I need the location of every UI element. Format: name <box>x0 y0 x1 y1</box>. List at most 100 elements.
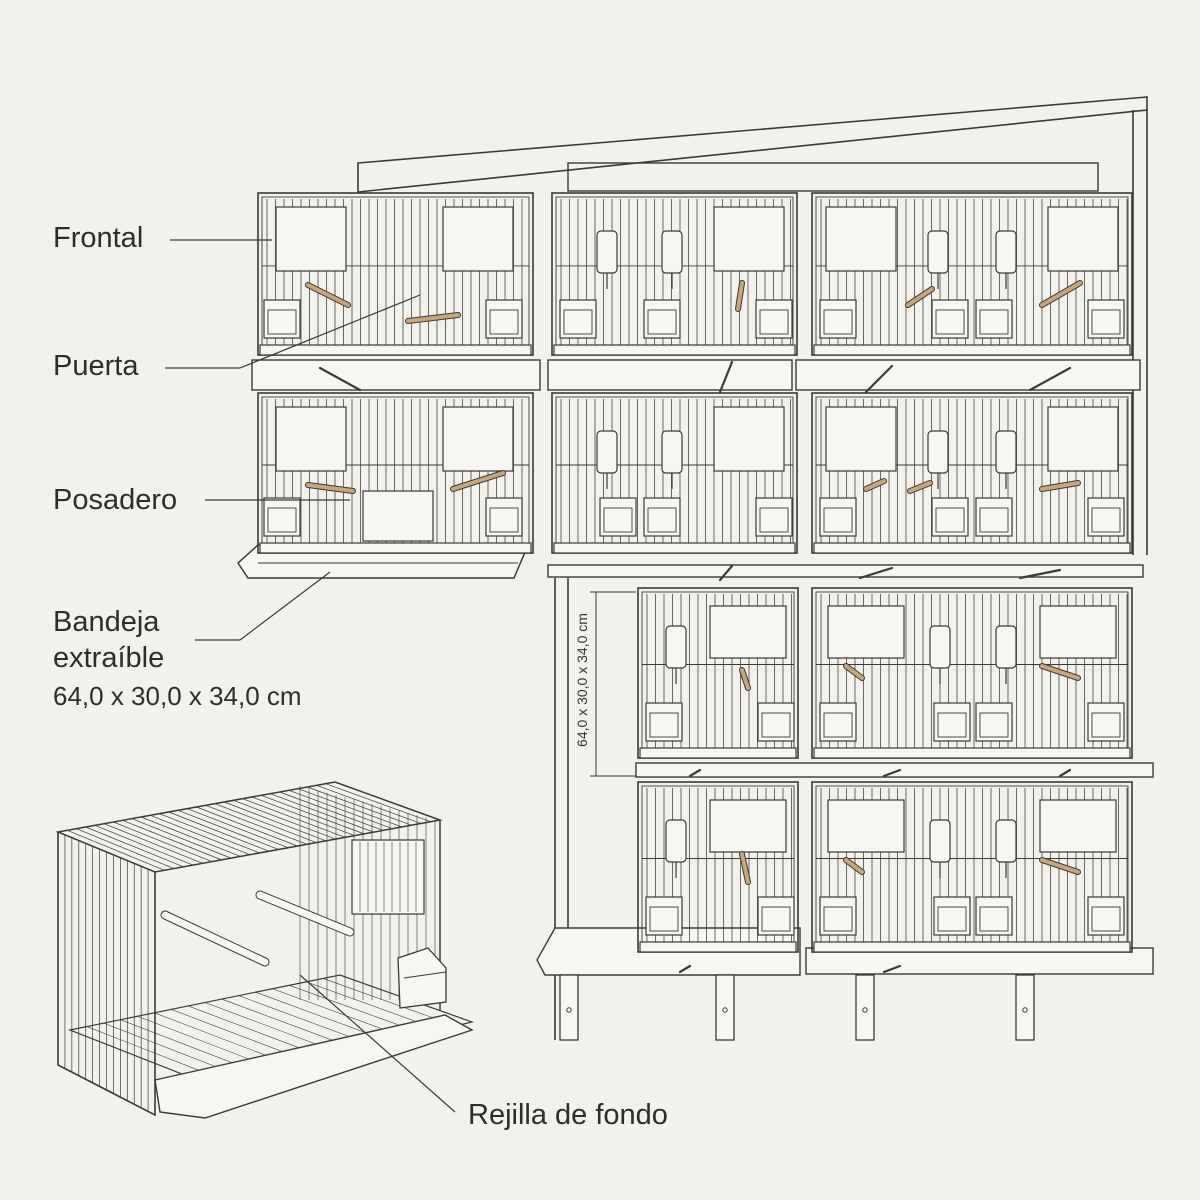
cage-tray <box>639 941 797 953</box>
detail-roof-bar <box>150 815 251 855</box>
cage <box>811 392 1133 554</box>
cage-door <box>1039 605 1117 659</box>
water-bottle <box>995 819 1017 863</box>
feeder-inner <box>649 712 679 738</box>
cage-door <box>827 605 905 659</box>
perch <box>306 283 350 307</box>
label-rejilla: Rejilla de fondo <box>468 1099 668 1131</box>
perch <box>306 483 355 493</box>
leader-line <box>299 974 456 1113</box>
perch <box>406 313 460 323</box>
feeder-inner <box>489 309 519 335</box>
feeder-inner <box>935 309 965 335</box>
label-frontal: Frontal <box>53 222 144 254</box>
water-bottle <box>927 230 949 274</box>
feeder <box>645 896 683 936</box>
cage-door <box>713 206 785 272</box>
feeder <box>757 896 795 936</box>
feeder-inner <box>1091 906 1121 932</box>
perch <box>908 481 932 493</box>
water-bottle <box>929 625 951 669</box>
water-bottle <box>929 819 951 863</box>
cage-tray <box>259 542 532 554</box>
feeder <box>1087 896 1125 936</box>
feeder-inner <box>761 906 791 932</box>
shelf-clip <box>1058 768 1072 778</box>
label-bandeja-line1: Bandeja <box>53 606 160 638</box>
shelf-clip <box>882 768 902 778</box>
cage-door <box>275 206 347 272</box>
feeder <box>263 299 301 339</box>
feeder <box>933 702 971 742</box>
detail-roof-bar <box>85 826 184 868</box>
cage-door <box>713 406 785 472</box>
cage <box>257 192 534 356</box>
feeder <box>643 497 681 537</box>
feeder <box>599 497 637 537</box>
feeder-inner <box>489 507 519 533</box>
feeder-inner <box>1091 507 1121 533</box>
perch <box>740 852 750 884</box>
feeder <box>931 299 969 339</box>
feeder-inner <box>649 906 679 932</box>
leader-line <box>239 571 331 641</box>
shelf-clip <box>1028 366 1072 392</box>
feeder <box>755 299 793 339</box>
cage-tray <box>553 542 796 554</box>
feeder-inner <box>563 309 593 335</box>
bracket-screw <box>1022 1007 1028 1013</box>
water-bottle <box>665 819 687 863</box>
feeder <box>559 299 597 339</box>
cage-tray <box>639 747 797 759</box>
shelf-clip <box>688 768 702 778</box>
feeder <box>975 299 1013 339</box>
detail-roof-bar <box>140 816 241 857</box>
shelf-clip <box>318 366 362 392</box>
feeder-inner <box>647 507 677 533</box>
feeder <box>643 299 681 339</box>
cage <box>551 392 798 554</box>
cage-door <box>709 799 787 853</box>
shelf <box>547 359 793 391</box>
cage-door <box>1047 406 1119 472</box>
feeder <box>757 702 795 742</box>
shelf <box>635 762 1154 778</box>
roof-board <box>357 96 1148 193</box>
shelf <box>251 359 541 391</box>
water-bottle <box>665 625 687 669</box>
feeder-inner <box>267 507 297 533</box>
top-shelf <box>567 162 1099 192</box>
water-bottle <box>927 430 949 474</box>
cage-tray <box>259 344 532 356</box>
cage <box>811 192 1133 356</box>
cage-tray <box>813 941 1131 953</box>
perch <box>740 668 750 690</box>
perch <box>736 281 744 311</box>
feeder-inner <box>979 507 1009 533</box>
detail-roof-bar <box>270 793 374 833</box>
label-posadero: Posadero <box>53 484 178 516</box>
cage <box>811 587 1133 759</box>
water-bottle <box>995 430 1017 474</box>
detail-perch <box>256 891 354 936</box>
water-bottle <box>995 625 1017 669</box>
perch <box>906 287 934 307</box>
detail-roof-bar <box>196 806 298 847</box>
cage-tray <box>813 747 1131 759</box>
perch <box>1040 481 1080 491</box>
feeder-inner <box>1091 712 1121 738</box>
detail-door <box>351 839 425 915</box>
feeder-inner <box>647 309 677 335</box>
feeder <box>975 702 1013 742</box>
feeder <box>1087 497 1125 537</box>
feeder <box>1087 299 1125 339</box>
feeder-inner <box>979 309 1009 335</box>
detail-feeder <box>397 947 447 1009</box>
feeder-inner <box>759 309 789 335</box>
wall-frame <box>237 96 1154 1041</box>
cage-tray <box>553 344 796 356</box>
detail-roof-bar <box>94 825 194 866</box>
cage <box>637 587 799 759</box>
cage-tray <box>813 542 1131 554</box>
